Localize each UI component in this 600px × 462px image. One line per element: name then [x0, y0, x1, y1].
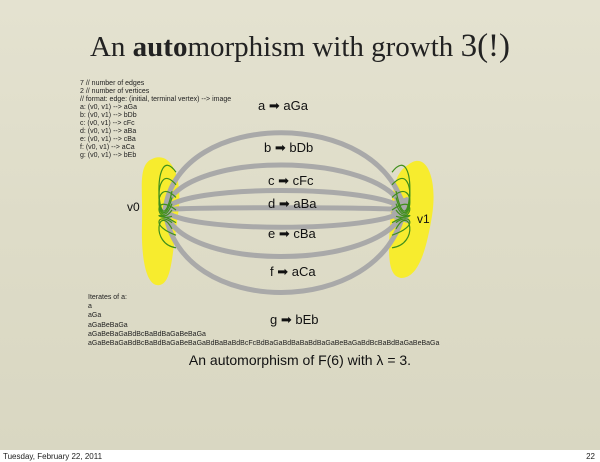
title-part-2: morphism with growth: [187, 31, 461, 63]
vertex-v1-strands: [391, 164, 411, 249]
iterate-line: aGaBeBaGa: [88, 321, 128, 329]
edge-label-c: c ➡ cFc: [268, 173, 314, 188]
vertex-v1-blob: [389, 160, 434, 278]
iterate-line: aGa: [88, 312, 102, 320]
code-line: a: (v0, v1) --> aGa: [80, 104, 137, 111]
footer-date: Tuesday, February 22, 2011: [3, 452, 103, 461]
vertex-label-v1: v1: [417, 212, 430, 226]
iterate-line: a: [88, 303, 92, 311]
edge-arc-f: [162, 205, 408, 259]
strand-v1: [391, 203, 411, 217]
edge-arc-e: [162, 206, 408, 230]
edge-label-a: a ➡ aGa: [258, 98, 309, 113]
title-part-growth: 3(!): [460, 28, 511, 64]
page-number: 22: [586, 452, 595, 461]
edge-label-f: f ➡ aCa: [270, 264, 316, 279]
code-line: 2 // number of vertices: [80, 88, 150, 95]
edge-arc-c: [162, 188, 408, 214]
code-line: // format: edge: (initial, terminal vert…: [80, 96, 232, 103]
strand-v1: [391, 190, 411, 215]
strand-v0: [158, 190, 177, 215]
strand-v1: [391, 218, 411, 236]
code-line: 7 // number of edges: [80, 80, 145, 87]
edge-label-d: d ➡ aBa: [268, 196, 317, 211]
edge-arc-b: [162, 162, 408, 215]
strand-v0: [158, 218, 177, 236]
strand-v1: [391, 219, 411, 249]
slide: An automorphism with growth 3(!) a ➡ aGa…: [0, 0, 600, 450]
iterate-line: Iterates of a:: [88, 294, 127, 301]
strand-v1: [391, 214, 411, 224]
slide-caption: An automorphism of F(6) with λ = 3.: [188, 352, 412, 368]
title-part-auto: auto: [132, 31, 188, 63]
code-line: f: (v0, v1) --> aCa: [80, 144, 135, 151]
edge-arc-g: [162, 205, 410, 295]
iterate-line: aGaBeBaGaBdBcBaBdBaGaBeBaGa: [88, 330, 206, 338]
graph-diagram: a ➡ aGa b ➡ bDb c ➡ cFc d ➡ aBa e ➡ cBa f ➡ a…: [127, 98, 434, 327]
edge-label-b: b ➡ bDb: [264, 140, 313, 155]
vertex-label-v0: v0: [127, 200, 140, 214]
edge-arc-a: [162, 130, 410, 215]
edge-code-block: 7 // number of edges 2 // number of vert…: [80, 80, 231, 160]
slide-title: An automorphism with growth 3(!): [0, 28, 600, 65]
vertex-v0-strands: [158, 164, 177, 249]
code-line: e: (v0, v1) --> cBa: [80, 136, 136, 143]
edge-label-g: g ➡ bEb: [270, 312, 318, 327]
edge-label-e: e ➡ cBa: [268, 226, 317, 241]
strand-v0: [158, 219, 177, 249]
title-part-1: An: [89, 31, 133, 63]
code-line: g: (v0, v1) --> bEb: [80, 152, 137, 159]
code-line: c: (v0, v1) --> cFc: [80, 120, 135, 127]
iterates-block: Iterates of a: a aGa aGaBeBaGa aGaBeBaGa…: [88, 293, 439, 348]
edge-arc-d: [162, 200, 409, 217]
strand-v0: [158, 214, 177, 224]
iterate-line: aGaBeBaGaBdBcBaBdBaGaBeBaGaBdBaBaBdBcFcB…: [88, 340, 440, 348]
code-line: b: (v0, v1) --> bDb: [80, 112, 137, 119]
strand-v0: [158, 203, 177, 217]
code-line: d: (v0, v1) --> aBa: [80, 128, 137, 135]
